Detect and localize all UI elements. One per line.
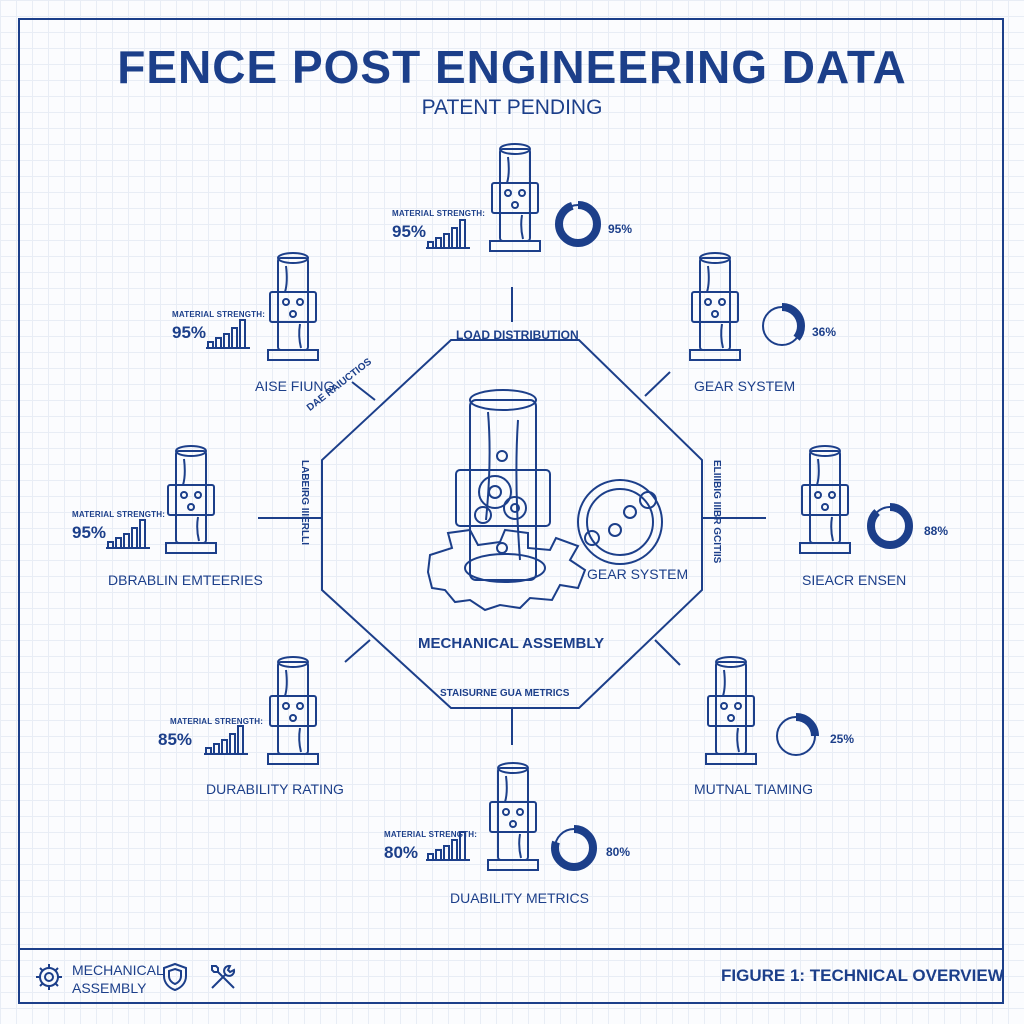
- strength-bar: [139, 519, 146, 549]
- top-right-pct: 95%: [608, 222, 633, 236]
- strength-bar: [435, 237, 442, 249]
- gauge-fill: [555, 201, 601, 247]
- post-bottom: [487, 762, 539, 871]
- gauge-fill: [867, 503, 913, 549]
- left-caption: DBRABLIN EMTEERIES: [108, 572, 263, 588]
- tools-icon: [211, 964, 236, 989]
- strength-bar: [221, 739, 228, 755]
- post-top: [489, 143, 541, 252]
- edge-label-right: ELIIIBIG IIIBR GCITIIS: [711, 460, 722, 564]
- lower-right-caption: MUTNAL TIAMING: [694, 781, 814, 797]
- strength-bar: [239, 319, 246, 349]
- strength-bar: [131, 527, 138, 549]
- top-small-label: MATERIAL STRENGTH:: [392, 209, 486, 218]
- lower-left-small-label: MATERIAL STRENGTH:: [170, 717, 264, 726]
- gauge-bottom: [551, 825, 597, 871]
- connector-lower-left: [344, 639, 371, 663]
- edge-label-left: LABEIRG IIIERLLI: [299, 460, 310, 545]
- strength-bars-4: [426, 831, 470, 861]
- connector-upper-right: [644, 371, 671, 397]
- gear-system-illustration: [577, 479, 663, 565]
- post-right: [799, 445, 851, 554]
- strength-bar: [443, 845, 450, 861]
- gauge-fill: [551, 825, 597, 871]
- upper-right-pct: 36%: [812, 325, 837, 339]
- right-caption: SIEACR ENSEN: [802, 572, 907, 588]
- left-pct: 95%: [72, 523, 107, 542]
- bottom-caption: DUABILITY METRICS: [450, 890, 589, 906]
- strength-bars-1: [206, 319, 250, 349]
- strength-bar: [435, 849, 442, 861]
- strength-bar: [459, 219, 466, 249]
- bottom-small-label: MATERIAL STRENGTH:: [384, 830, 478, 839]
- post-upper-right: [689, 252, 741, 361]
- gauge-illustrations: [551, 201, 913, 871]
- left-small-label: MATERIAL STRENGTH:: [72, 510, 166, 519]
- strength-bar: [231, 327, 238, 349]
- upper-left-pct: 95%: [172, 323, 207, 342]
- gauge-fill: [773, 713, 819, 759]
- connector-upper-left: [351, 381, 376, 401]
- strength-bars-3: [204, 725, 248, 755]
- upper-left-caption: AISE FIUNG: [255, 378, 335, 394]
- mechanical-assembly-label: MECHANICAL ASSEMBLY: [418, 635, 605, 652]
- top-left-pct: 95%: [392, 222, 427, 241]
- strength-bars-2: [106, 519, 150, 549]
- post-lower-right: [705, 656, 757, 765]
- center-gear-system-label: GEAR SYSTEM: [587, 566, 689, 582]
- right-pct: 88%: [924, 524, 949, 538]
- octagon-outline: [321, 339, 703, 709]
- strength-bar: [115, 537, 122, 549]
- bottom-right-pct: 80%: [606, 845, 631, 859]
- strength-bar: [443, 233, 450, 249]
- strength-bar: [123, 533, 130, 549]
- bar-illustrations: [106, 219, 470, 861]
- shield-icon: [163, 962, 187, 992]
- strength-bar: [451, 227, 458, 249]
- edge-label-top: LOAD DISTRIBUTION: [456, 328, 579, 342]
- gauge-lower-right: [773, 713, 819, 759]
- upper-left-small-label: MATERIAL STRENGTH:: [172, 310, 266, 319]
- gauge-top: [555, 201, 601, 247]
- gauge-fill: [759, 303, 805, 349]
- edge-label-bottom: STAISURNE GUA METRICS: [440, 688, 570, 699]
- connector-lower-right: [654, 639, 681, 666]
- central-assembly-illustration: [426, 389, 587, 612]
- strength-bar: [229, 733, 236, 755]
- gear-icon: [36, 964, 62, 990]
- strength-bar: [451, 839, 458, 861]
- gauge-upper-right: [759, 303, 805, 349]
- strength-bar: [223, 333, 230, 349]
- post-upper-left: [267, 252, 319, 361]
- post-lower-left: [267, 656, 319, 765]
- gauge-right: [867, 503, 913, 549]
- legend-line2: ASSEMBLY: [72, 980, 147, 996]
- strength-bar: [215, 337, 222, 349]
- bottom-left-pct: 80%: [384, 843, 419, 862]
- lower-left-pct: 85%: [158, 730, 193, 749]
- page-subtitle: PATENT PENDING: [421, 96, 603, 119]
- page-title: FENCE POST ENGINEERING DATA: [117, 41, 907, 93]
- strength-bar: [237, 725, 244, 755]
- legend-line1: MECHANICAL: [72, 962, 164, 978]
- post-left: [165, 445, 217, 554]
- page-frame: [18, 18, 1004, 1004]
- lower-right-pct: 25%: [830, 732, 855, 746]
- post-illustrations: [165, 143, 851, 871]
- upper-right-caption: GEAR SYSTEM: [694, 378, 796, 394]
- strength-bar: [213, 743, 220, 755]
- figure-caption: FIGURE 1: TECHNICAL OVERVIEW: [721, 966, 1004, 985]
- strength-bars-0: [426, 219, 470, 249]
- lower-left-caption: DURABILITY RATING: [206, 781, 344, 797]
- footer-divider: [18, 948, 1004, 950]
